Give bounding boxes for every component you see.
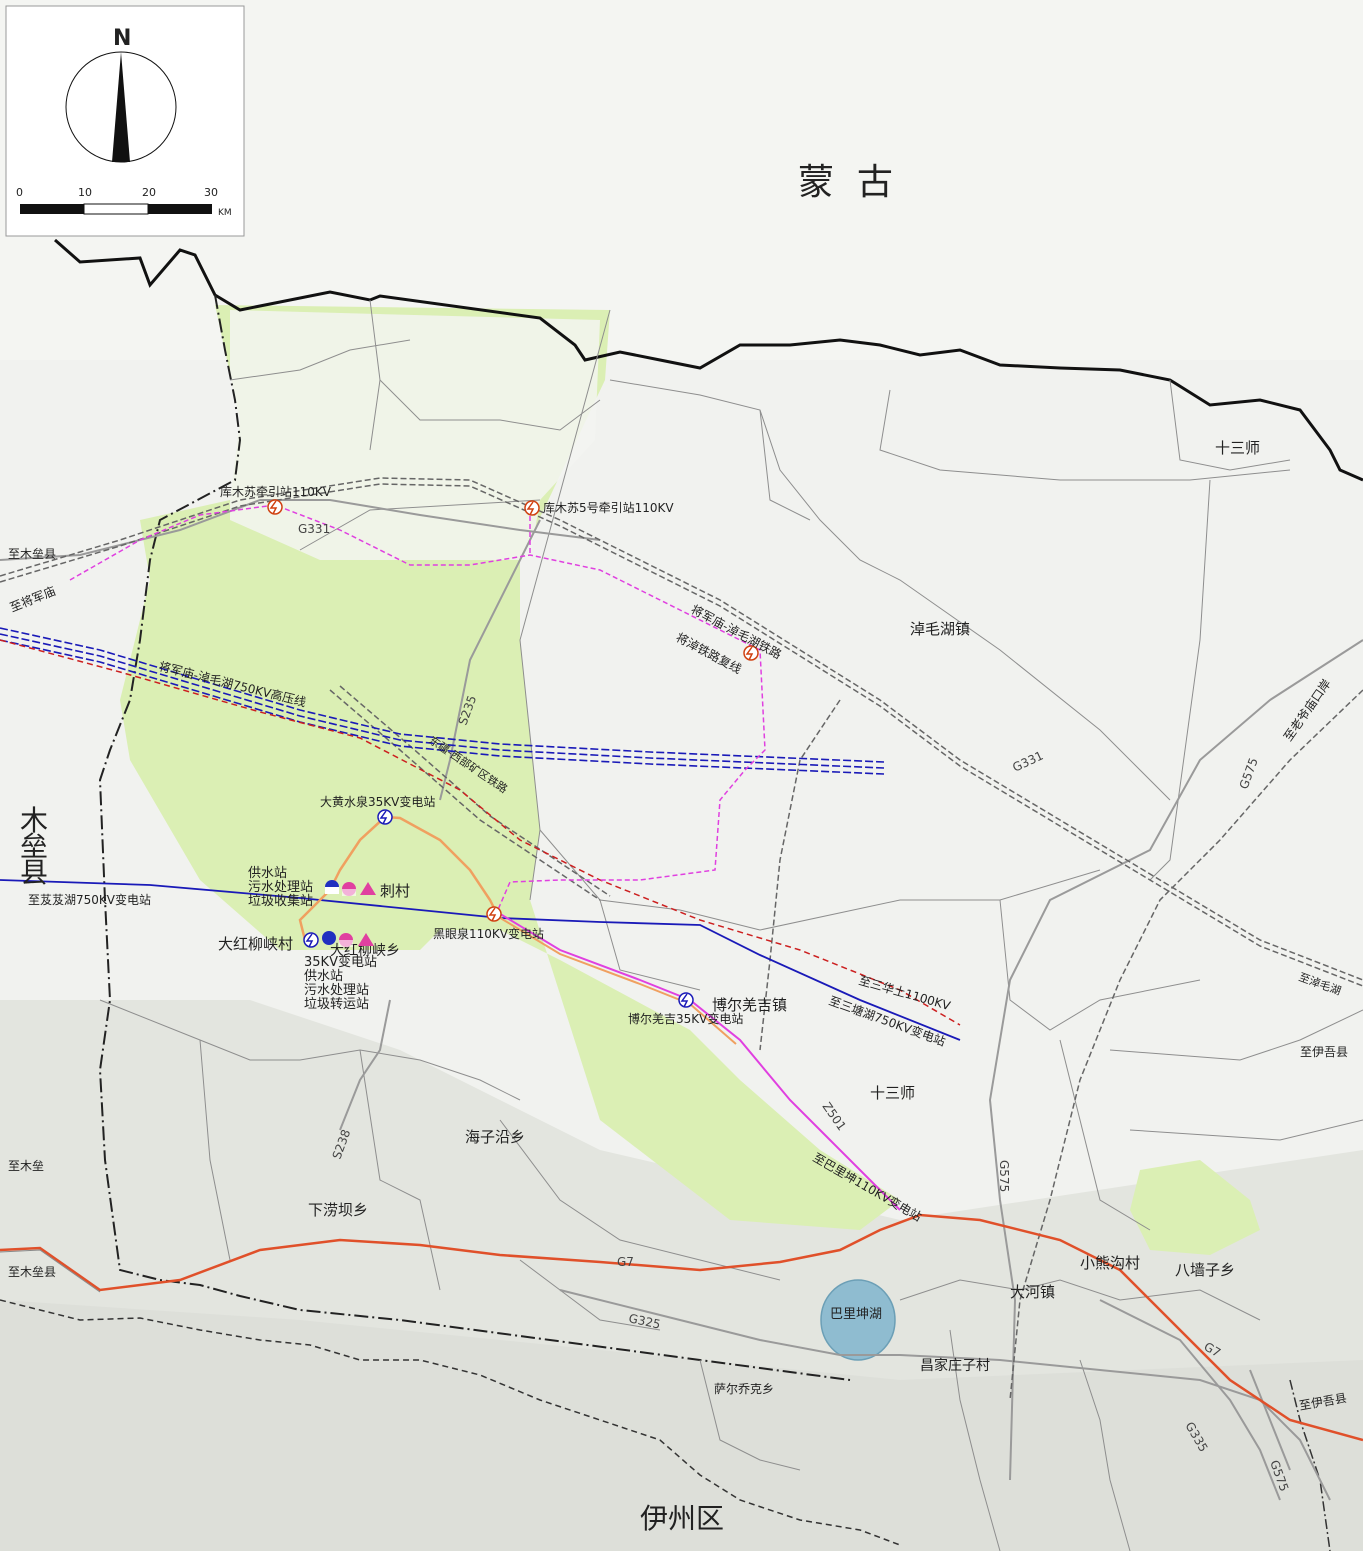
orange-loop-west <box>298 816 386 941</box>
roads <box>0 499 1363 1501</box>
label-to-dongfang: 至芨芨湖750KV变电站 <box>28 892 151 907</box>
region-mulei-3: 县 <box>20 856 48 889</box>
orange-line-se <box>496 915 737 1045</box>
edge-to-mulei-3: 至木垒县 <box>8 1265 56 1279</box>
north-label: N <box>113 26 131 51</box>
substation-boerjiang <box>678 992 694 1008</box>
substation-heiyanquan <box>486 906 502 922</box>
power-station-icon <box>743 645 759 661</box>
label-kumusu5: 库木苏5号牵引站110KV <box>543 500 674 515</box>
place-xiaoxiong: 小熊沟村 <box>1080 1254 1140 1272</box>
label-dahongliu-facility-3: 污水处理站 <box>304 983 369 998</box>
place-haizi: 海子沿乡 <box>465 1128 525 1146</box>
garbage-station-icon <box>360 882 376 895</box>
north-arrow-icon <box>112 52 130 162</box>
edge-to-yiwu-1: 至伊吾县 <box>1300 1045 1348 1059</box>
road-label-g331-a: G331 <box>298 522 330 536</box>
place-baqiangzi: 八墙子乡 <box>1175 1261 1235 1279</box>
edge-to-mulei-2: 至木垒 <box>8 1159 44 1173</box>
label-dahongliu-facility-2: 供水站 <box>304 969 343 984</box>
road-label-g575-b: G575 <box>997 1160 1011 1192</box>
region-mulei-1: 木 <box>20 804 48 837</box>
east-boundary <box>1289 1379 1331 1551</box>
power-station-icon <box>524 500 540 516</box>
label-dahongliu-facility-4: 垃圾转运站 <box>304 997 369 1012</box>
road-label-g325: G325 <box>627 1311 661 1331</box>
railways <box>0 477 1363 1401</box>
label-dahongliu-facility-1: 35KV变电站 <box>304 954 377 970</box>
hv-750-line <box>0 627 885 775</box>
place-balikun-lake: 巴里坤湖 <box>830 1307 882 1322</box>
magenta-solid-line <box>496 911 901 1211</box>
traction-station-railway <box>743 645 759 661</box>
facilities-cicun <box>325 880 376 896</box>
balikun-lake <box>820 1279 896 1361</box>
scale-tick-20: 20 <box>142 186 156 199</box>
place-changjia: 昌家庄子村 <box>920 1357 990 1374</box>
scale-tick-30: 30 <box>204 186 218 199</box>
label-heiyanquan: 黑眼泉110KV变电站 <box>433 926 544 941</box>
orange-loop-east <box>384 815 498 913</box>
power-station-icon <box>267 499 283 515</box>
magenta-dashed-lines <box>69 504 766 913</box>
label-dahuangshui: 大黄水泉35KV变电站 <box>320 794 435 809</box>
power-station-icon <box>486 906 502 922</box>
label-cicun-facility-1: 供水站 <box>248 866 287 881</box>
place-boerjiang: 博尔羌吉镇 <box>712 996 787 1014</box>
water-supply-icon <box>322 931 336 945</box>
southern-terrain-dark <box>0 1300 1363 1551</box>
place-cicun: 刺村 <box>380 882 410 900</box>
county-boundary-west <box>98 294 851 1381</box>
region-yizhou: 伊州区 <box>640 1502 724 1535</box>
label-cicun-facility-3: 垃圾收集站 <box>248 893 313 909</box>
region-13th-mid: 十三师 <box>870 1084 915 1102</box>
blue-solid-line <box>0 879 961 1041</box>
substation-dahuangshui <box>377 809 393 825</box>
g7-expressway <box>0 1213 1363 1442</box>
edge-to-mulei-1: 至木垒县 <box>8 547 56 561</box>
place-dahe: 大河镇 <box>1010 1283 1055 1301</box>
label-boerjiang-sub: 博尔羌吉35KV变电站 <box>628 1011 743 1026</box>
south-boundary <box>0 1299 901 1546</box>
region-13th-top: 十三师 <box>1215 439 1260 457</box>
g7-side <box>0 1249 101 1293</box>
place-xiamaya: 下涝坝乡 <box>308 1201 368 1219</box>
red-dashed-line <box>0 639 961 1026</box>
substation-dahongliu <box>303 932 319 948</box>
road-label-g7-a: G7 <box>617 1255 634 1269</box>
township-boundaries <box>99 299 1363 1551</box>
scale-tick-0: 0 <box>16 186 23 199</box>
scale-unit: KM <box>218 208 232 218</box>
scale-tick-10: 10 <box>78 186 92 199</box>
label-kumusu-traction: 库木苏牵引站110KV <box>220 484 332 499</box>
facilities-dahongliu <box>322 931 374 947</box>
substation-icon <box>303 932 319 948</box>
planning-area-north-white <box>230 310 600 560</box>
baqiangzi-green <box>1130 1160 1260 1255</box>
place-dahongliu-village: 大红柳峡村 <box>218 935 293 953</box>
traction-station-kumusu <box>267 499 283 515</box>
region-mongolia: 蒙 古 <box>798 162 893 203</box>
national-border <box>54 238 1363 482</box>
garbage-transfer-icon <box>358 933 374 946</box>
label-cicun-facility-2: 污水处理站 <box>248 880 313 895</box>
scale-bar: 0 10 20 30 KM <box>16 186 232 218</box>
traction-station-kumusu5 <box>524 500 540 516</box>
region-mulei-2: 垒 <box>20 830 48 863</box>
region-qijiao: 淖毛湖镇 <box>910 620 970 638</box>
place-saer: 萨尔乔克乡 <box>714 1381 774 1396</box>
substation-icon <box>678 992 694 1008</box>
substation-icon <box>377 809 393 825</box>
